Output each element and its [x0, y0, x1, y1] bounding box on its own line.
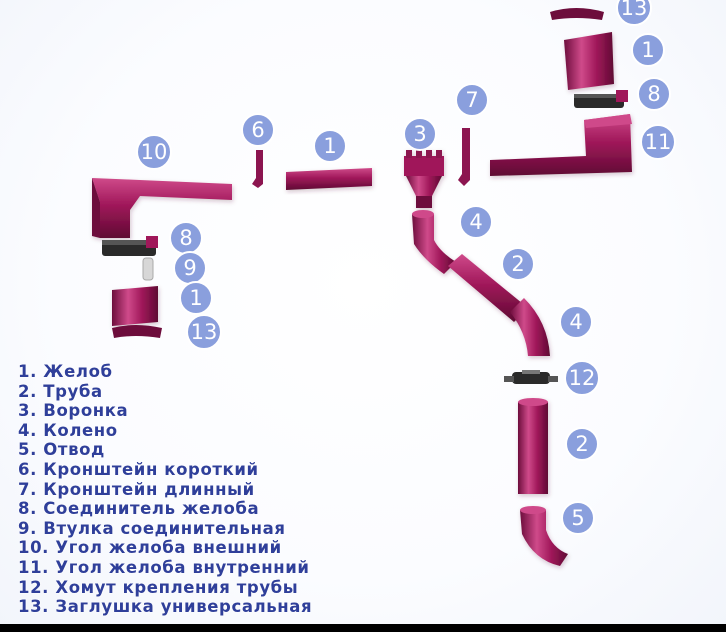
callout-badge: 7: [455, 83, 489, 117]
callout-number: 7: [465, 88, 478, 112]
callout-number: 2: [575, 432, 588, 456]
bracket-short: [252, 150, 263, 188]
callout-badge: 8: [637, 77, 671, 111]
callout-badge-circle: [616, 0, 652, 26]
end-cap-top: [550, 8, 604, 20]
callout-badge: 1: [631, 33, 665, 67]
legend-item: 2. Труба: [18, 381, 103, 401]
callout-badge-circle: [564, 360, 600, 396]
callout-badge-circle: [313, 129, 347, 163]
callout-badge-circle: [565, 427, 599, 461]
callout-number: 1: [189, 286, 202, 310]
callout-badge-circle: [561, 501, 595, 535]
callout-badges: 13 1 8 11 7 3 6 1 10 8 9 1 13 4 2 4 12 2 5: [136, 0, 676, 535]
callout-badge: 3: [403, 117, 437, 151]
legend-item: 9. Втулка соединительная: [18, 518, 286, 538]
callout-number: 13: [191, 320, 218, 344]
callout-badge: 13: [616, 0, 652, 26]
callout-badge: 11: [640, 124, 676, 160]
callout-badge-circle: [631, 33, 665, 67]
downpipe-diagonal: [448, 254, 528, 322]
bottom-edge-bar: [0, 624, 726, 632]
callout-badge-circle: [241, 113, 275, 147]
callout-badge-circle: [455, 83, 489, 117]
callout-number: 13: [621, 0, 648, 20]
callout-number: 11: [645, 130, 672, 154]
sleeve-connector: [142, 257, 154, 281]
callout-number: 1: [323, 134, 336, 158]
callout-badge-circle: [179, 281, 213, 315]
callout-badge: 4: [459, 205, 493, 239]
callout-number: 6: [251, 118, 264, 142]
legend-item: 3. Воронка: [18, 401, 129, 421]
legend-item: 8. Соединитель желоба: [18, 499, 260, 519]
gutter-section-left: [112, 286, 158, 326]
callout-number: 9: [183, 256, 196, 280]
legend-item: 5. Отвод: [18, 440, 105, 460]
downpipe-vertical: [518, 398, 548, 494]
legend-item: 11. Угол желоба внутренний: [18, 557, 310, 577]
callout-number: 3: [413, 122, 426, 146]
callout-badge-circle: [501, 247, 535, 281]
callout-badge-circle: [640, 124, 676, 160]
callout-badge: 4: [559, 305, 593, 339]
elbow-upper: [412, 210, 456, 274]
callout-badge-circle: [136, 134, 172, 170]
parts-legend: 1. Желоб 2. Труба 3. Воронка 4. Колено 5…: [18, 362, 312, 617]
legend-item: 4. Колено: [18, 420, 118, 440]
callout-number: 5: [571, 506, 584, 530]
gutter-connector-left: [102, 236, 158, 256]
callout-number: 8: [647, 82, 660, 106]
callout-badge: 8: [169, 221, 203, 255]
gutter-outer-corner-left: [92, 178, 232, 238]
callout-number: 2: [511, 252, 524, 276]
legend-item: 12. Хомут крепления трубы: [18, 577, 299, 597]
callout-badge: 5: [561, 501, 595, 535]
callout-number: 10: [141, 140, 168, 164]
callout-badge-circle: [186, 314, 222, 350]
gutter-section-middle: [286, 168, 372, 190]
gutter-section-top: [564, 32, 614, 90]
callout-badge: 12: [564, 360, 600, 396]
callout-badge-circle: [459, 205, 493, 239]
gutter-connector-right: [574, 90, 628, 108]
outlet-elbow: [520, 506, 568, 566]
elbow-lower: [510, 298, 550, 356]
callout-badge-circle: [559, 305, 593, 339]
callout-badge: 1: [313, 129, 347, 163]
legend-item: 6. Кронштейн короткий: [18, 459, 259, 479]
end-cap-left: [112, 325, 162, 338]
callout-badge-circle: [637, 77, 671, 111]
callout-badge: 2: [501, 247, 535, 281]
legend-item: 13. Заглушка универсальная: [18, 597, 313, 617]
gutter-inner-corner-right: [490, 114, 632, 176]
callout-number: 4: [469, 210, 482, 234]
legend-item: 1. Желоб: [18, 362, 113, 381]
callout-badge: 1: [179, 281, 213, 315]
callout-badge: 13: [186, 314, 222, 350]
callout-badge: 9: [173, 251, 207, 285]
callout-number: 8: [179, 226, 192, 250]
callout-badge: 6: [241, 113, 275, 147]
callout-number: 1: [641, 38, 654, 62]
callout-badge: 10: [136, 134, 172, 170]
legend-item: 7. Кронштейн длинный: [18, 479, 255, 499]
bracket-long: [458, 128, 470, 186]
callout-badge: 2: [565, 427, 599, 461]
callout-number: 12: [569, 366, 596, 390]
callout-badge-circle: [403, 117, 437, 151]
funnel: [404, 150, 444, 208]
legend-item: 10. Угол желоба внешний: [18, 538, 282, 558]
pipe-clamp: [504, 370, 558, 384]
callout-number: 4: [569, 310, 582, 334]
